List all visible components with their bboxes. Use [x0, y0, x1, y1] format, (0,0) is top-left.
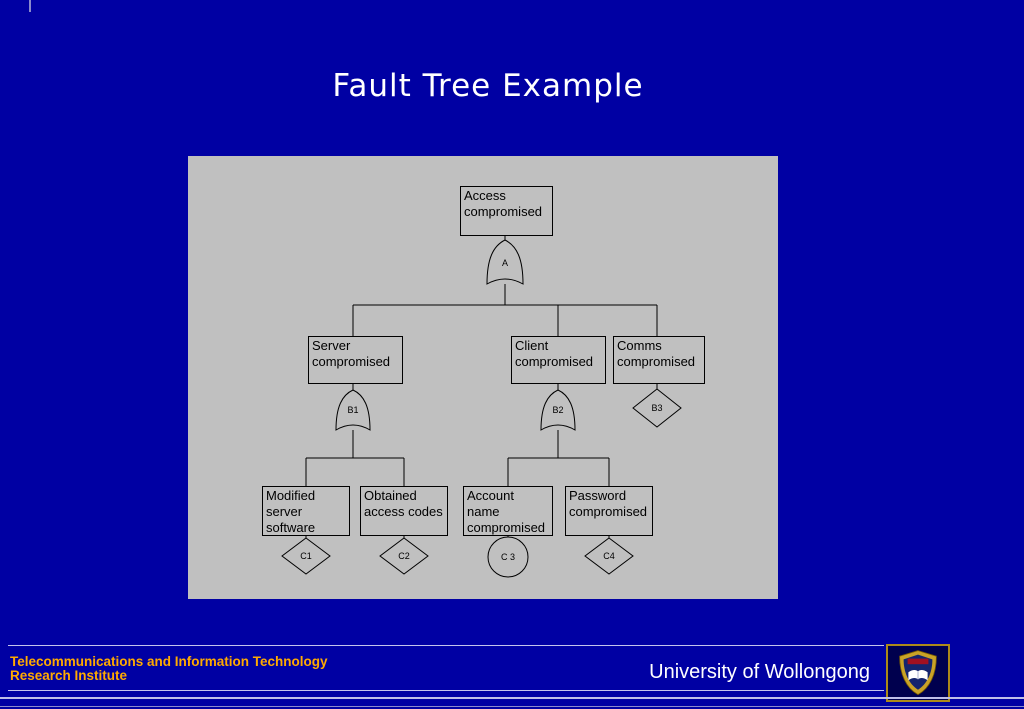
slide-title: Fault Tree Example	[332, 68, 644, 104]
undeveloped-event-b3	[632, 388, 682, 428]
or-gate-b2	[540, 389, 576, 431]
or-gate-a	[486, 239, 524, 285]
gate-label-a: A	[501, 258, 509, 268]
institute-name: Telecommunications and Information Techn…	[10, 655, 328, 682]
footer-bottom-rule	[8, 690, 884, 691]
fault-tree-panel: Access compromised Server compromised Cl…	[188, 156, 778, 599]
gate-label-c2: C2	[398, 551, 410, 561]
bottom-divider-line	[0, 697, 1024, 699]
university-crest-logo	[886, 644, 950, 702]
gate-label-b3: B3	[651, 403, 663, 413]
university-name: University of Wollongong	[649, 661, 870, 683]
crest-shield-icon	[899, 650, 937, 696]
institute-line1: Telecommunications and Information Techn…	[10, 654, 328, 669]
undeveloped-event-c2	[379, 537, 429, 575]
event-box-access: Access compromised	[460, 186, 553, 236]
basic-event-c3	[487, 536, 529, 578]
undeveloped-event-c4	[584, 537, 634, 575]
event-box-comms: Comms compromised	[613, 336, 705, 384]
undeveloped-event-c1	[281, 537, 331, 575]
gate-label-b1: B1	[347, 405, 359, 415]
gate-label-b2: B2	[552, 405, 564, 415]
institute-line2: Research Institute	[10, 667, 128, 683]
gate-label-c4: C4	[603, 551, 615, 561]
gate-label-c3: C 3	[500, 552, 516, 562]
event-box-password-compromised: Password compromised	[565, 486, 653, 536]
event-box-client: Client compromised	[511, 336, 606, 384]
top-edge-tick	[29, 0, 31, 12]
event-box-modified-server-software: Modified server software	[262, 486, 350, 536]
footer-top-rule	[8, 645, 884, 646]
event-box-obtained-access-codes: Obtained access codes	[360, 486, 448, 536]
bottom-edge-line	[0, 706, 1024, 707]
fault-tree-drawing	[281, 236, 682, 578]
event-box-server: Server compromised	[308, 336, 403, 384]
event-box-account-name-compromised: Account name compromised	[463, 486, 553, 536]
gate-label-c1: C1	[300, 551, 312, 561]
or-gate-b1	[335, 389, 371, 431]
